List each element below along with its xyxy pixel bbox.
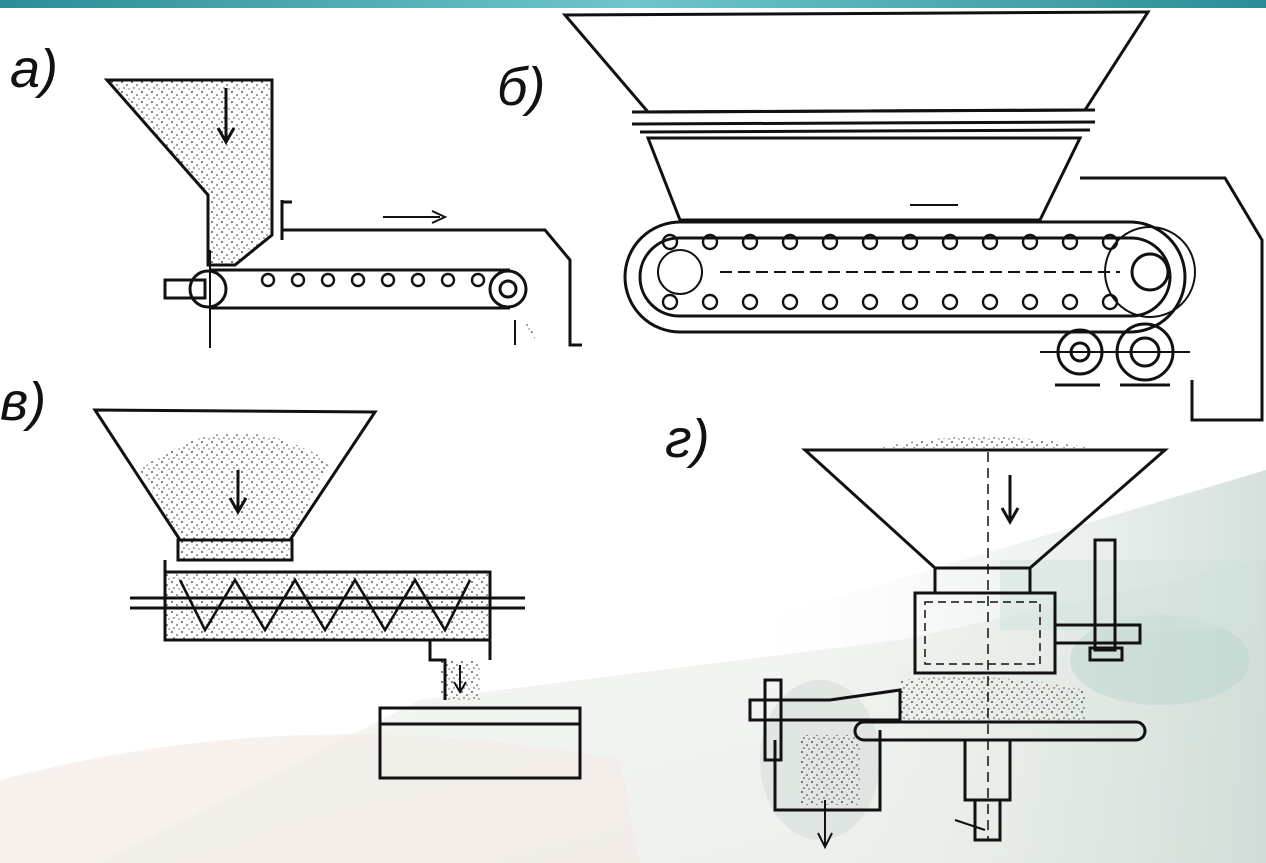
diagram-g-disc-feeder: [748, 436, 1169, 850]
label-v: в): [0, 372, 47, 432]
top-accent-bar: [0, 0, 1266, 8]
diagram-a-belt-feeder: [103, 78, 582, 355]
diagram-b-apron-feeder: [561, 10, 1264, 422]
label-g: г): [665, 409, 710, 469]
diagram-v-screw-feeder: [92, 408, 582, 780]
label-b: б): [497, 57, 546, 117]
label-a: а): [10, 39, 59, 99]
